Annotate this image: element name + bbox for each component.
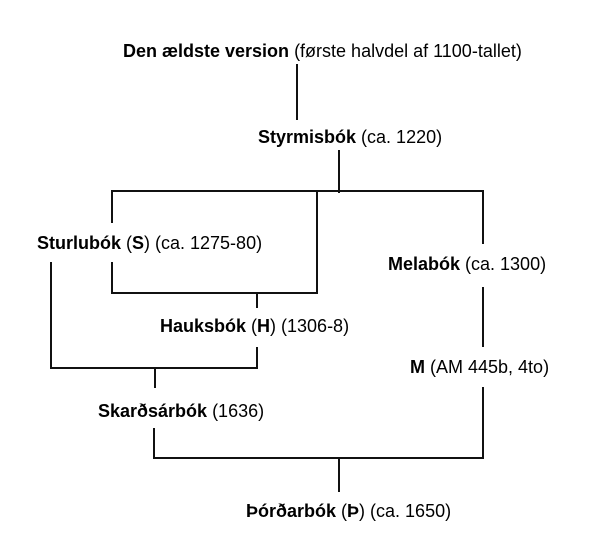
edge-hauksbok-down <box>256 347 258 368</box>
node-hauksbok-detail: ) (1306-8) <box>270 316 350 336</box>
edge-to-thordarbok <box>338 457 340 492</box>
node-sturlubok-sigil: S <box>132 233 145 253</box>
node-oldest-version-name: Den ældste version <box>123 41 290 61</box>
edge-skardsarbok-down <box>153 428 155 459</box>
edge-to-skardsarbok <box>154 367 156 388</box>
edge-rail-to-melabok <box>482 190 484 244</box>
node-melabok: Melabók (ca. 1300) <box>388 253 546 275</box>
node-oldest-version-detail: (første halvdel af 1100-tallet) <box>289 41 522 61</box>
edge-m-down <box>482 387 484 459</box>
node-m: M (AM 445b, 4to) <box>410 356 549 378</box>
node-sturlubok-detail: ) (ca. 1275-80) <box>144 233 263 253</box>
node-m-name: M <box>410 357 425 377</box>
node-sturlubok-name: Sturlubók <box>37 233 121 253</box>
node-hauksbok-name: Hauksbók <box>160 316 247 336</box>
node-melabok-detail: (ca. 1300) <box>460 254 547 274</box>
node-hauksbok: Hauksbók (H) (1306-8) <box>160 316 350 336</box>
edge-box-rail-to-hauksbok <box>256 292 258 308</box>
node-thordarbok-detail: ) (ca. 1650) <box>359 501 452 521</box>
node-sturlubok: Sturlubók (S) (ca. 1275-80) <box>37 233 263 253</box>
edge-rail-to-box-rail-right <box>316 190 318 294</box>
node-thordarbok: Þórðarbók (Þ) (ca. 1650) <box>246 501 452 521</box>
rail-top <box>111 190 484 192</box>
node-skardsarbok-name: Skarðsárbók <box>98 401 208 421</box>
node-styrmisbok-detail: (ca. 1220) <box>356 127 443 147</box>
node-skardsarbok-detail: (1636) <box>207 401 265 421</box>
node-m-detail: (AM 445b, 4to) <box>425 357 550 377</box>
node-hauksbok-sigil: H <box>257 316 271 336</box>
rail-bottom <box>153 457 484 459</box>
edge-melabok-to-m <box>482 287 484 347</box>
node-skardsarbok: Skarðsárbók (1636) <box>98 400 264 422</box>
edge-rail-to-sturlubok <box>111 190 113 223</box>
node-oldest-version: Den ældste version (første halvdel af 11… <box>123 40 522 62</box>
edge-oldest-to-styrmisbok <box>296 64 298 120</box>
edge-styrmisbok-to-rail <box>338 150 340 193</box>
edge-sturlubok-down <box>50 262 52 369</box>
rail-box-bottom <box>111 292 318 294</box>
node-thordarbok-sigil: Þ <box>347 501 360 521</box>
node-styrmisbok: Styrmisbók (ca. 1220) <box>258 126 442 148</box>
node-melabok-name: Melabók <box>388 254 461 274</box>
node-thordarbok-name: Þórðarbók <box>246 501 337 521</box>
edge-sturlubok-to-box-rail <box>111 262 113 294</box>
node-styrmisbok-name: Styrmisbók <box>258 127 357 147</box>
